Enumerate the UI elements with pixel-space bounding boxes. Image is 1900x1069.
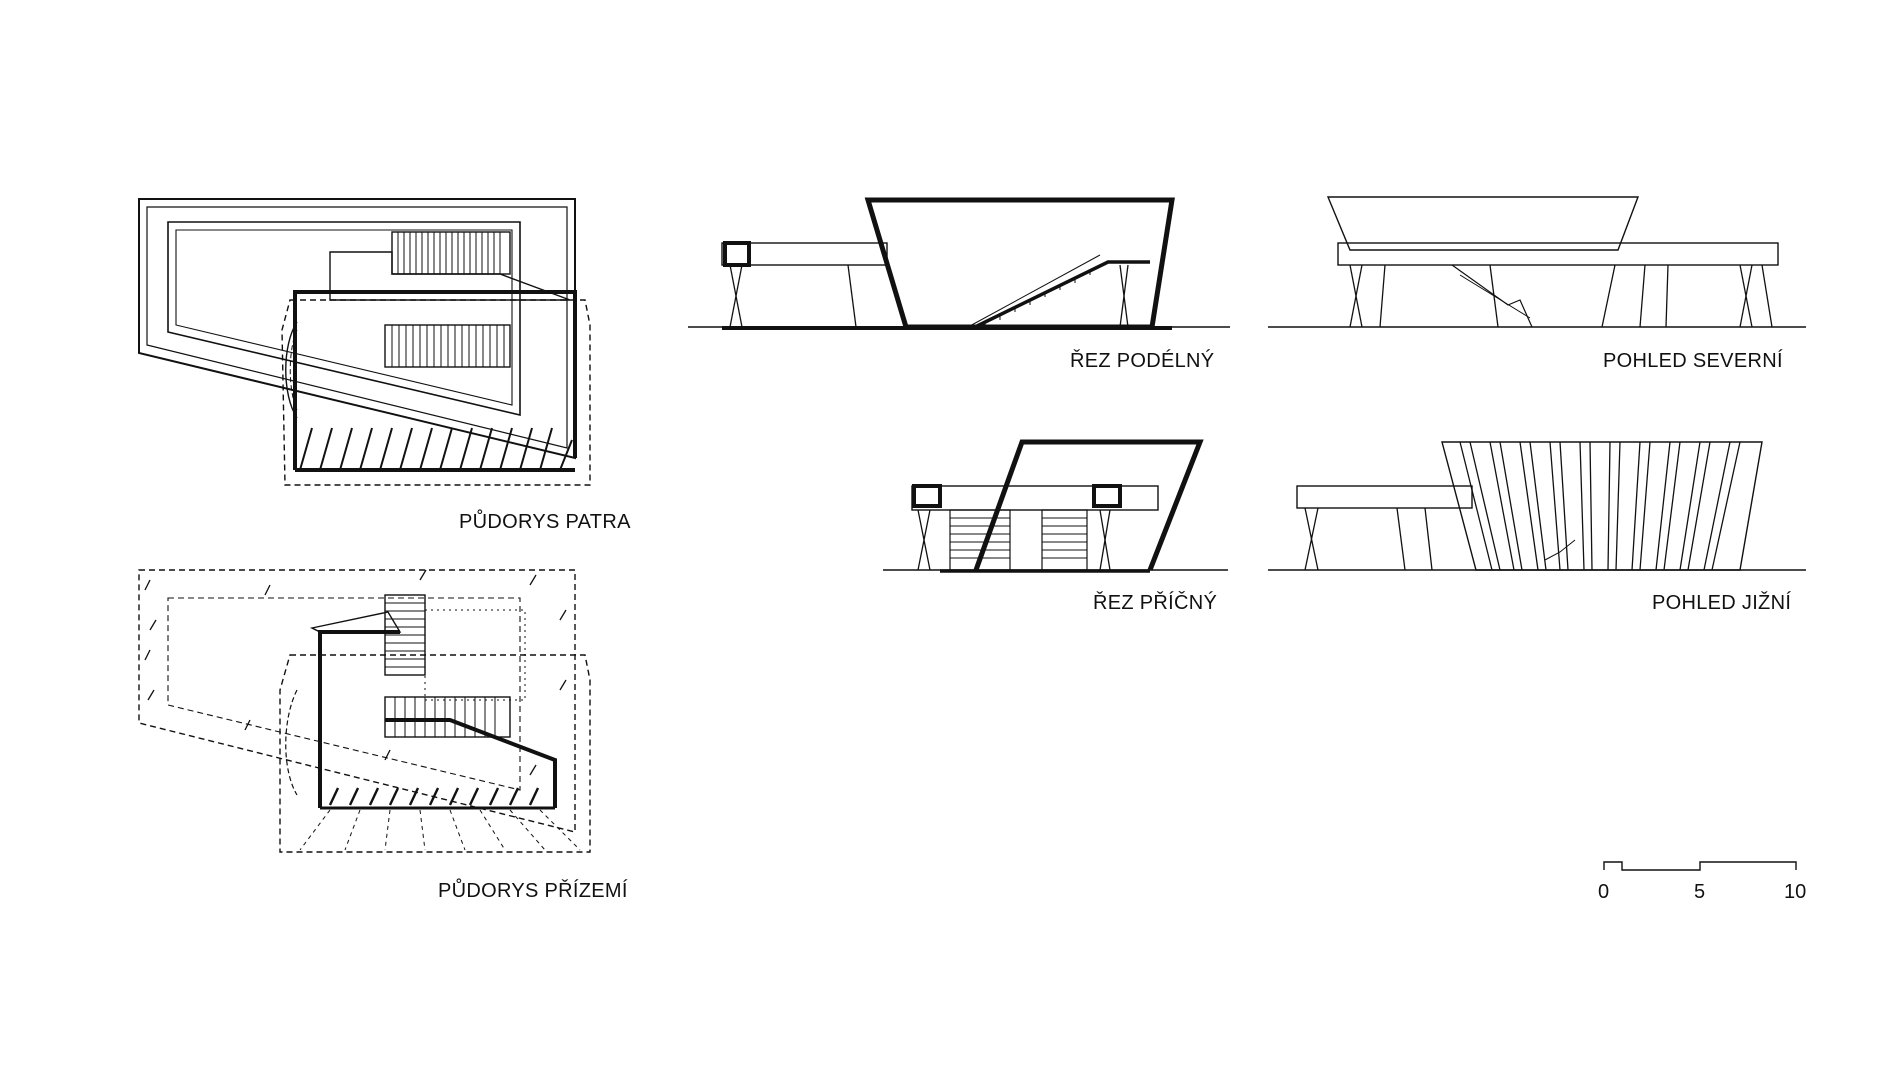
upper-plan-footprint (281, 299, 591, 486)
scale-bar-tick-0: 0 (1598, 881, 1609, 903)
scale-bar-tick-10: 10 (1784, 881, 1806, 903)
long-section-label: ŘEZ PODÉLNÝ (1070, 349, 1214, 372)
ground-plan-stair-2 (384, 696, 511, 738)
ground-plan-grid-area (424, 609, 526, 701)
ground-floor-plan (138, 569, 591, 853)
ground-plan-label: PŮDORYS PŘÍZEMÍ (438, 878, 628, 902)
south-elevation (1268, 441, 1806, 571)
south-elev-bridge (1296, 485, 1473, 509)
south-elev-hall (1441, 441, 1763, 571)
north-elev-stair (1451, 264, 1533, 328)
north-elev-bridge (1337, 242, 1779, 266)
ground-plan-wall-lower (385, 718, 557, 808)
south-elev-fins (1459, 441, 1741, 571)
upper-plan-hall-wall (293, 290, 577, 470)
cross-section (883, 439, 1228, 573)
north-elevation-label: POHLED SEVERNÍ (1603, 349, 1783, 372)
upper-plan-loop-inner (175, 229, 513, 406)
upper-plan-ramp (329, 251, 571, 301)
north-elev-hall (1326, 196, 1640, 251)
ground-plan-columns (144, 569, 567, 776)
scale-bar-tick-5: 5 (1694, 881, 1705, 903)
cross-section-label: ŘEZ PŘÍČNÝ (1093, 591, 1217, 614)
north-elevation (1268, 196, 1806, 328)
upper-plan-loop (167, 221, 521, 417)
long-section-hall (864, 197, 1175, 330)
upper-plan-label: PŮDORYS PATRA (459, 509, 631, 533)
south-elevation-label: POHLED JIŽNÍ (1652, 591, 1791, 614)
upper-plan-inner-outline (146, 206, 568, 449)
ground-plan-footprint (279, 654, 591, 853)
upper-floor-plan (138, 198, 591, 486)
upper-plan-curve (285, 321, 298, 419)
upper-plan-fins (299, 427, 573, 471)
long-section-bridge (721, 242, 888, 266)
scale-bar (1603, 861, 1797, 871)
longitudinal-section (688, 197, 1230, 330)
ground-plan-fins (328, 787, 540, 806)
ground-plan-bridge-outline (138, 569, 576, 833)
ground-plan-ramp-top (309, 611, 402, 633)
